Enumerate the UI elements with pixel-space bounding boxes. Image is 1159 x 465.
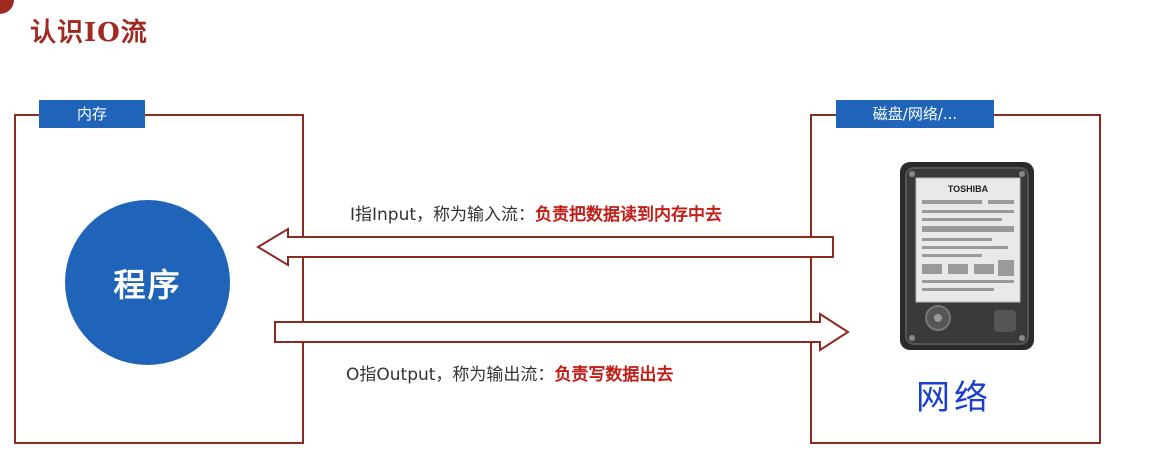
input-caption-prefix: I指Input，称为输入流： [350, 205, 536, 225]
program-label: 程序 [113, 265, 182, 304]
memory-box [14, 114, 304, 444]
input-caption: I指Input，称为输入流：负责把数据读到内存中去 [350, 200, 722, 225]
output-caption-prefix: O指Output，称为输出流： [346, 365, 555, 385]
hard-disk-drive-icon: TOSHIBA [900, 162, 1034, 350]
input-caption-highlight: 负责把数据读到内存中去 [535, 205, 723, 225]
output-caption-highlight: 负责写数据出去 [554, 365, 674, 385]
slide-title: 认识IO流 [30, 18, 148, 48]
memory-tag: 内存 [39, 100, 145, 128]
storage-tag: 磁盘/网络/... [836, 100, 994, 128]
network-label: 网络 [916, 378, 992, 418]
output-caption: O指Output，称为输出流：负责写数据出去 [346, 360, 673, 385]
program-circle: 程序 [65, 200, 230, 365]
input-arrow [256, 227, 834, 267]
output-arrow [274, 312, 850, 352]
disk-brand: TOSHIBA [948, 184, 989, 194]
